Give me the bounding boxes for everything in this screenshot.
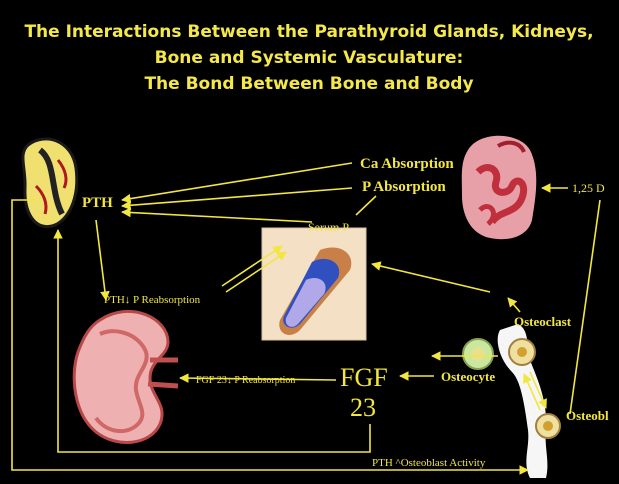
label-serum-p: Serum P (308, 220, 349, 234)
label-osteoclast: Osteoclast (514, 314, 572, 329)
arrow-osteoclast-up (508, 298, 520, 312)
arrow-p-to-pth (122, 188, 352, 206)
title-line-2: Bone and Systemic Vasculature: (155, 48, 464, 68)
arrow-pth-to-kidney (96, 220, 106, 300)
bone-cells-icon (463, 324, 560, 478)
label-pth: PTH (82, 195, 113, 211)
arrow-serum-to-abs (356, 196, 376, 215)
arrow-ca-to-pth (122, 163, 352, 200)
title-line-1: The Interactions Between the Parathyroid… (24, 22, 593, 42)
blood-vessel-icon (262, 228, 366, 340)
label-pth-osteoblast-activity: PTH ^Osteoblast Activity (372, 457, 486, 469)
label-osteoblast: Osteobl (566, 408, 609, 423)
parathyroid-gland-icon (23, 139, 77, 227)
label-ca-absorption: Ca Absorption (360, 156, 454, 172)
label-vitamin-d: 1,25 D (572, 181, 605, 195)
label-pth-reabsorption: PTH↓ P Reabsorption (104, 294, 201, 306)
arrow-osteoclast-to-vessel (372, 264, 490, 292)
kidney-icon (74, 311, 178, 442)
label-p-absorption: P Absorption (362, 179, 446, 195)
intestine-icon (462, 136, 536, 239)
arrow-osteoblast-to-vitd (570, 200, 600, 414)
label-osteocyte: Osteocyte (441, 369, 495, 384)
title-line-3: The Bond Between Bone and Body (144, 74, 473, 94)
label-fgf-23: 23 (350, 393, 376, 422)
label-fgf: FGF (340, 363, 388, 392)
label-fgf-reabsorption: FGF 23↓ P Reabsorption (196, 375, 295, 386)
arrow-serump-to-pth (122, 212, 312, 222)
